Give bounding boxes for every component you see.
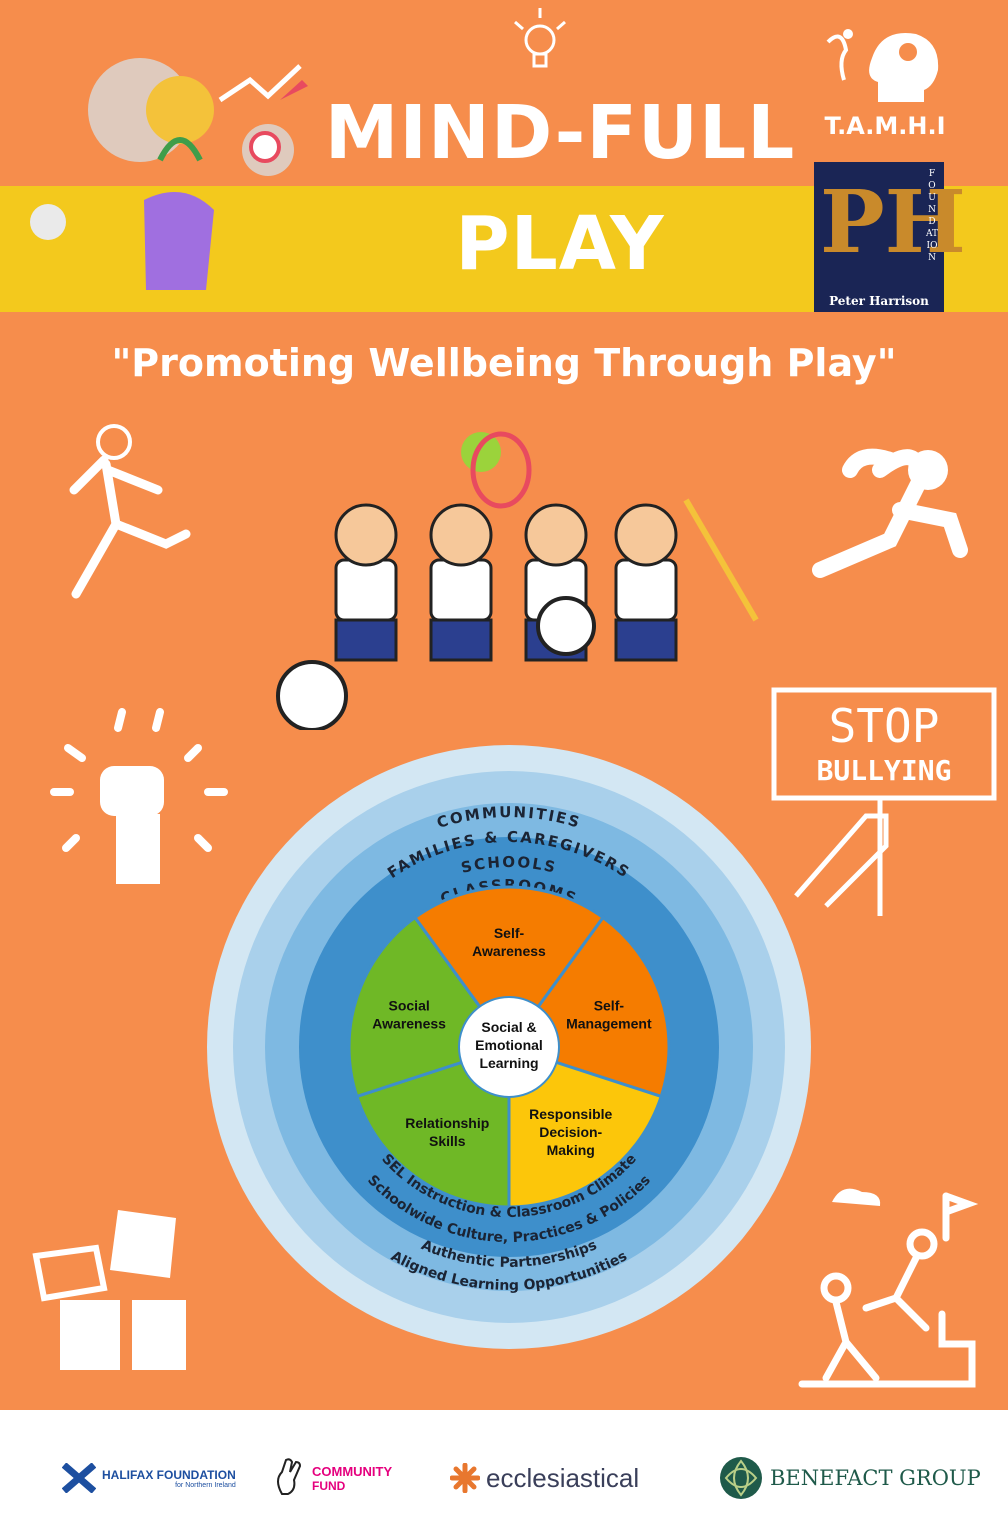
title-line-1: MIND-FULL (324, 90, 796, 176)
ring-label-schools: SCHOOLS (459, 853, 556, 877)
crossed-fingers-icon (277, 1458, 302, 1495)
ph-logo-letters: PH (820, 172, 966, 273)
segment-relationship-skills (354, 1044, 511, 1209)
sponsor-halifax[interactable]: HALIFAX FOUNDATION for Northern Ireland (62, 1458, 236, 1498)
ph-logo-foundation-text: FOUNDATION (926, 169, 939, 263)
segment-label-self-awareness: Self- (494, 925, 525, 941)
lightbulb-icon (514, 8, 566, 68)
sponsor-halifax-name: HALIFAX FOUNDATION (102, 1467, 236, 1482)
stop-bullying-sign-icon: STOP BULLYING (771, 687, 997, 916)
sel-framework-wheel: COMMUNITIES FAMILIES & CAREGIVERS SCHOOL… (207, 745, 811, 1349)
ecclesiastical-star-icon (450, 1463, 480, 1493)
center-line-1: Social & (481, 1019, 536, 1035)
children-playing-illustration (276, 431, 759, 730)
stop-text: STOP (829, 699, 940, 753)
runner-woman-icon (69, 424, 191, 599)
wheel-center (458, 996, 560, 1098)
center-line-2: Emotional (475, 1037, 543, 1053)
halifax-x-icon (62, 1463, 96, 1493)
raised-fist-icon (50, 708, 228, 884)
sponsor-benefact[interactable]: BENEFACT GROUP (718, 1457, 981, 1499)
segment-label-social-awareness: Awareness (372, 1016, 446, 1032)
svg-text:SCHOOLS: SCHOOLS (459, 853, 558, 877)
segment-responsible-decision-making (507, 1044, 664, 1209)
puzzle-pieces-icon (32, 1210, 186, 1370)
sponsor-halifax-sub: for Northern Ireland (175, 1481, 236, 1489)
mind-growth-illustration (30, 58, 308, 290)
runner-man-icon (812, 448, 968, 578)
sponsor-ecclesiastical-name: ecclesiastical (486, 1462, 640, 1493)
sponsor-community-name: COMMUNITY (312, 1463, 393, 1479)
bullying-text: BULLYING (817, 754, 952, 787)
center-line-3: Learning (479, 1055, 538, 1071)
sponsor-ecclesiastical[interactable]: ecclesiastical (450, 1458, 639, 1498)
climbing-teamwork-icon (798, 1188, 979, 1388)
segment-label-responsible-decision-making: Responsible (529, 1106, 612, 1122)
sponsor-community-fund[interactable]: COMMUNITY FUND (272, 1458, 392, 1498)
benefact-globe-icon (720, 1457, 762, 1499)
segment-label-relationship-skills: Relationship (405, 1115, 489, 1131)
tamhi-logo-text: T.A.M.H.I (824, 112, 946, 140)
tagline: "Promoting Wellbeing Through Play" (111, 341, 897, 385)
tamhi-head-logo-icon (826, 29, 939, 102)
sponsor-community-sub: FUND (312, 1478, 346, 1493)
sponsor-footer: HALIFAX FOUNDATION for Northern Ireland … (0, 1410, 1008, 1536)
segment-label-social-awareness: Social (389, 998, 430, 1014)
title-line-2: PLAY (455, 201, 665, 287)
segment-self-awareness (412, 885, 606, 1050)
segment-label-responsible-decision-making: Making (547, 1142, 595, 1158)
segment-label-responsible-decision-making: Decision- (539, 1124, 602, 1140)
segment-label-self-management: Management (566, 1016, 652, 1032)
sponsor-benefact-name: BENEFACT GROUP (770, 1466, 981, 1490)
ph-logo-name: Peter Harrison (829, 294, 929, 308)
segment-label-self-awareness: Awareness (472, 943, 546, 959)
segment-label-self-management: Self- (594, 998, 625, 1014)
peter-harrison-foundation-logo: PH FOUNDATION Peter Harrison (814, 162, 966, 312)
segment-label-relationship-skills: Skills (429, 1133, 466, 1149)
